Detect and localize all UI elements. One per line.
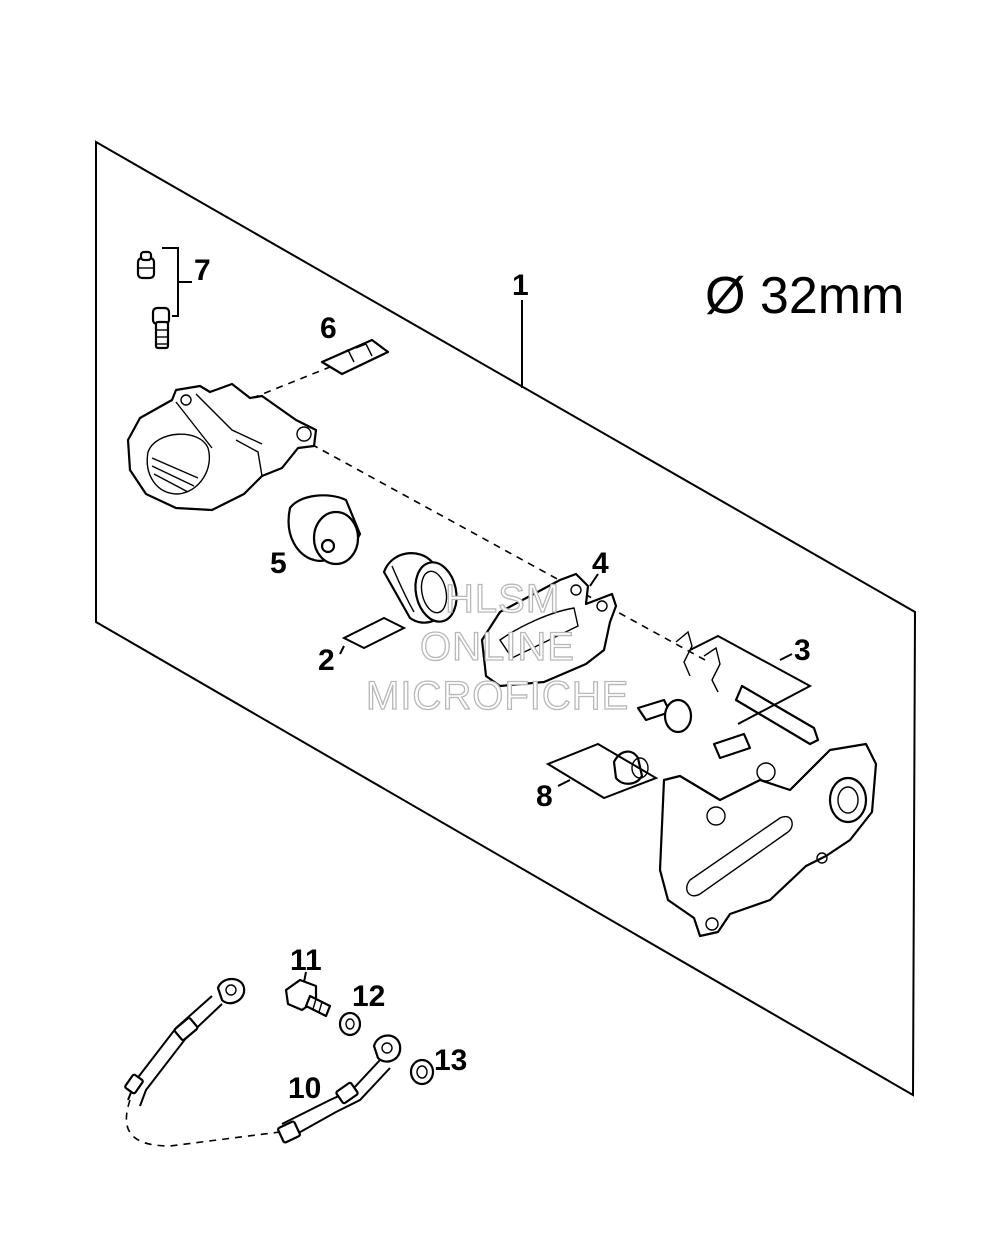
watermark-line-2: ONLINE bbox=[420, 625, 575, 669]
leader-11 bbox=[303, 971, 307, 983]
bleeder-screw-upper bbox=[136, 250, 156, 280]
callout-3: 3 bbox=[794, 634, 811, 667]
brake-pad-set bbox=[480, 572, 618, 688]
watermark: HLSM ONLINE MICROFICHE bbox=[365, 576, 629, 718]
leader-7 bbox=[162, 247, 192, 317]
brake-hose bbox=[124, 977, 402, 1147]
callout-13: 13 bbox=[434, 1044, 467, 1077]
leader-3 bbox=[689, 634, 813, 725]
bleeder-screw-set bbox=[136, 247, 192, 350]
caliper-bracket bbox=[658, 742, 878, 938]
slide-pin-set bbox=[612, 698, 752, 785]
watermark-line-3: MICROFICHE bbox=[366, 674, 629, 718]
callout-11: 11 bbox=[290, 944, 322, 977]
callout-1: 1 bbox=[512, 269, 529, 302]
assembly-plate bbox=[95, 140, 917, 1097]
pad-pin-and-clips bbox=[675, 630, 820, 746]
callout-8: 8 bbox=[536, 780, 553, 813]
watermark-line-1: HLSM bbox=[445, 577, 560, 621]
sealing-washer-12 bbox=[338, 1011, 362, 1037]
callout-6: 6 bbox=[320, 312, 337, 345]
caliper-piston bbox=[287, 494, 362, 566]
pad-spring bbox=[320, 338, 390, 376]
piston-diameter-label: Ø 32mm bbox=[705, 267, 904, 325]
leader-2 bbox=[339, 616, 407, 655]
leader-4 bbox=[589, 573, 599, 587]
caliper-body bbox=[126, 382, 318, 512]
callout-4: 4 bbox=[592, 547, 609, 580]
sealing-washer-13 bbox=[409, 1058, 435, 1086]
piston-seal-boot bbox=[382, 552, 458, 624]
leader-8 bbox=[545, 742, 659, 800]
callout-2: 2 bbox=[318, 644, 335, 677]
callout-10: 10 bbox=[288, 1072, 321, 1105]
banjo-bolt bbox=[284, 978, 332, 1018]
callout-5: 5 bbox=[270, 547, 287, 580]
callout-7: 7 bbox=[194, 254, 211, 287]
callout-12: 12 bbox=[352, 980, 385, 1013]
bleeder-screw-lower bbox=[151, 306, 171, 350]
